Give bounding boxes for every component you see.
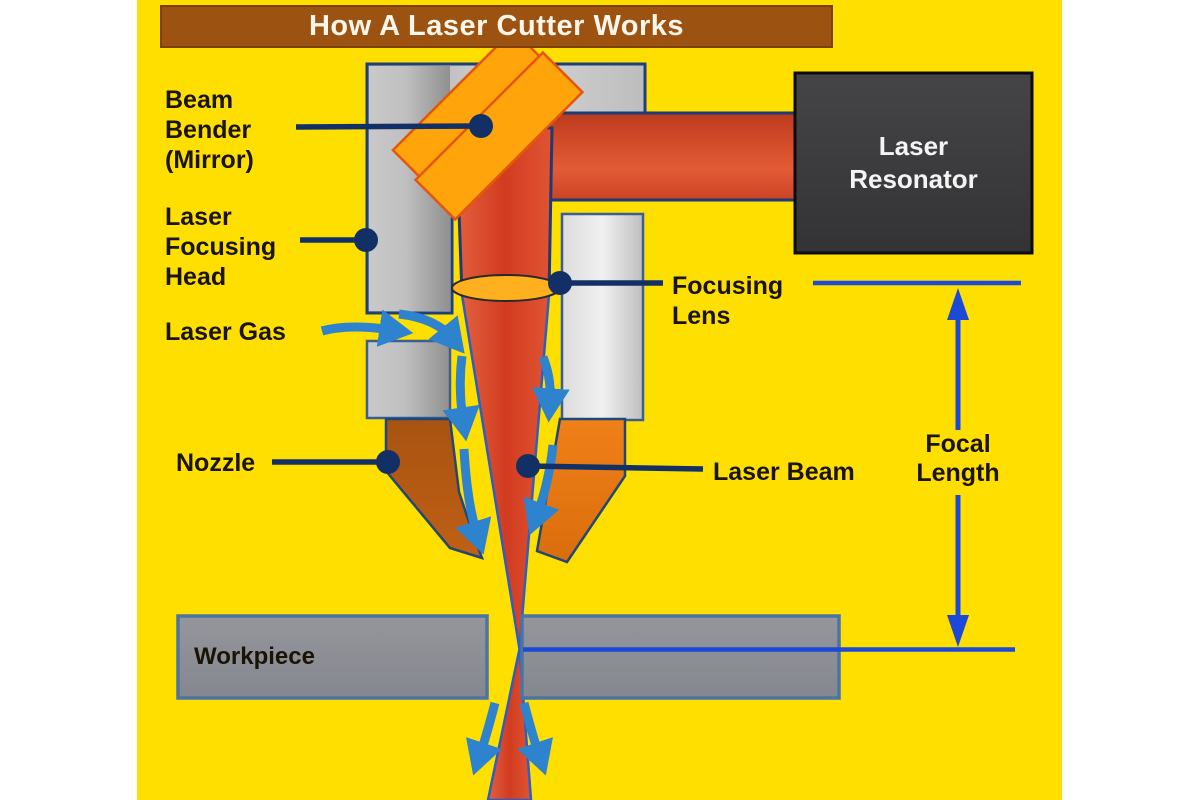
leader-dot-beam-bender xyxy=(469,114,493,138)
diagram-title: How A Laser Cutter Works xyxy=(308,10,685,42)
leader-laser-beam xyxy=(527,463,704,472)
label-beam-bender: Beam Bender (Mirror) xyxy=(165,86,254,174)
title-bar: How A Laser Cutter Works xyxy=(160,5,833,48)
gas-arrow-left-upper xyxy=(442,355,480,442)
gas-arrow-inlet xyxy=(320,309,414,347)
label-laser-beam: Laser Beam xyxy=(713,458,855,486)
gas-arrow-right-upper xyxy=(531,355,570,423)
gas-arrow-exit-right xyxy=(517,701,553,776)
label-focusing-head: Laser Focusing Head xyxy=(165,203,277,291)
focal-arrowhead-down xyxy=(947,615,969,647)
label-focusing-lens: Focusing Lens xyxy=(672,272,784,330)
gas-arrow-bend xyxy=(398,309,465,354)
laser-resonator-box xyxy=(793,71,1034,255)
label-focal-length: Focal Length xyxy=(916,430,1000,487)
focal-length-dimension xyxy=(523,280,1021,652)
label-workpiece: Workpiece xyxy=(194,643,315,670)
label-laser-resonator: Laser Resonator xyxy=(849,131,978,194)
focal-arrowhead-up xyxy=(947,288,969,320)
focusing-head-column-lower xyxy=(365,339,452,420)
gas-arrow-left-lower xyxy=(455,448,492,555)
nozzle-right-shape xyxy=(535,417,627,564)
gas-arrow-exit-left xyxy=(466,701,502,776)
focusing-head-column-right xyxy=(560,212,645,422)
label-laser-gas: Laser Gas xyxy=(165,318,286,346)
label-nozzle: Nozzle xyxy=(176,449,256,477)
leader-dot-nozzle xyxy=(376,450,400,474)
leader-dots xyxy=(354,114,572,478)
leader-dot-laser-beam xyxy=(516,454,540,478)
workpiece-slab-right xyxy=(520,614,841,700)
leader-beam-bender xyxy=(295,123,482,130)
focusing-lens-shape xyxy=(451,274,561,302)
gas-arrow-right-lower xyxy=(523,444,560,536)
leader-dot-focusing-head xyxy=(354,228,378,252)
gas-flow-arrows xyxy=(320,309,570,776)
leader-dot-focusing-lens xyxy=(548,271,572,295)
workpiece-slab-left xyxy=(176,614,489,700)
